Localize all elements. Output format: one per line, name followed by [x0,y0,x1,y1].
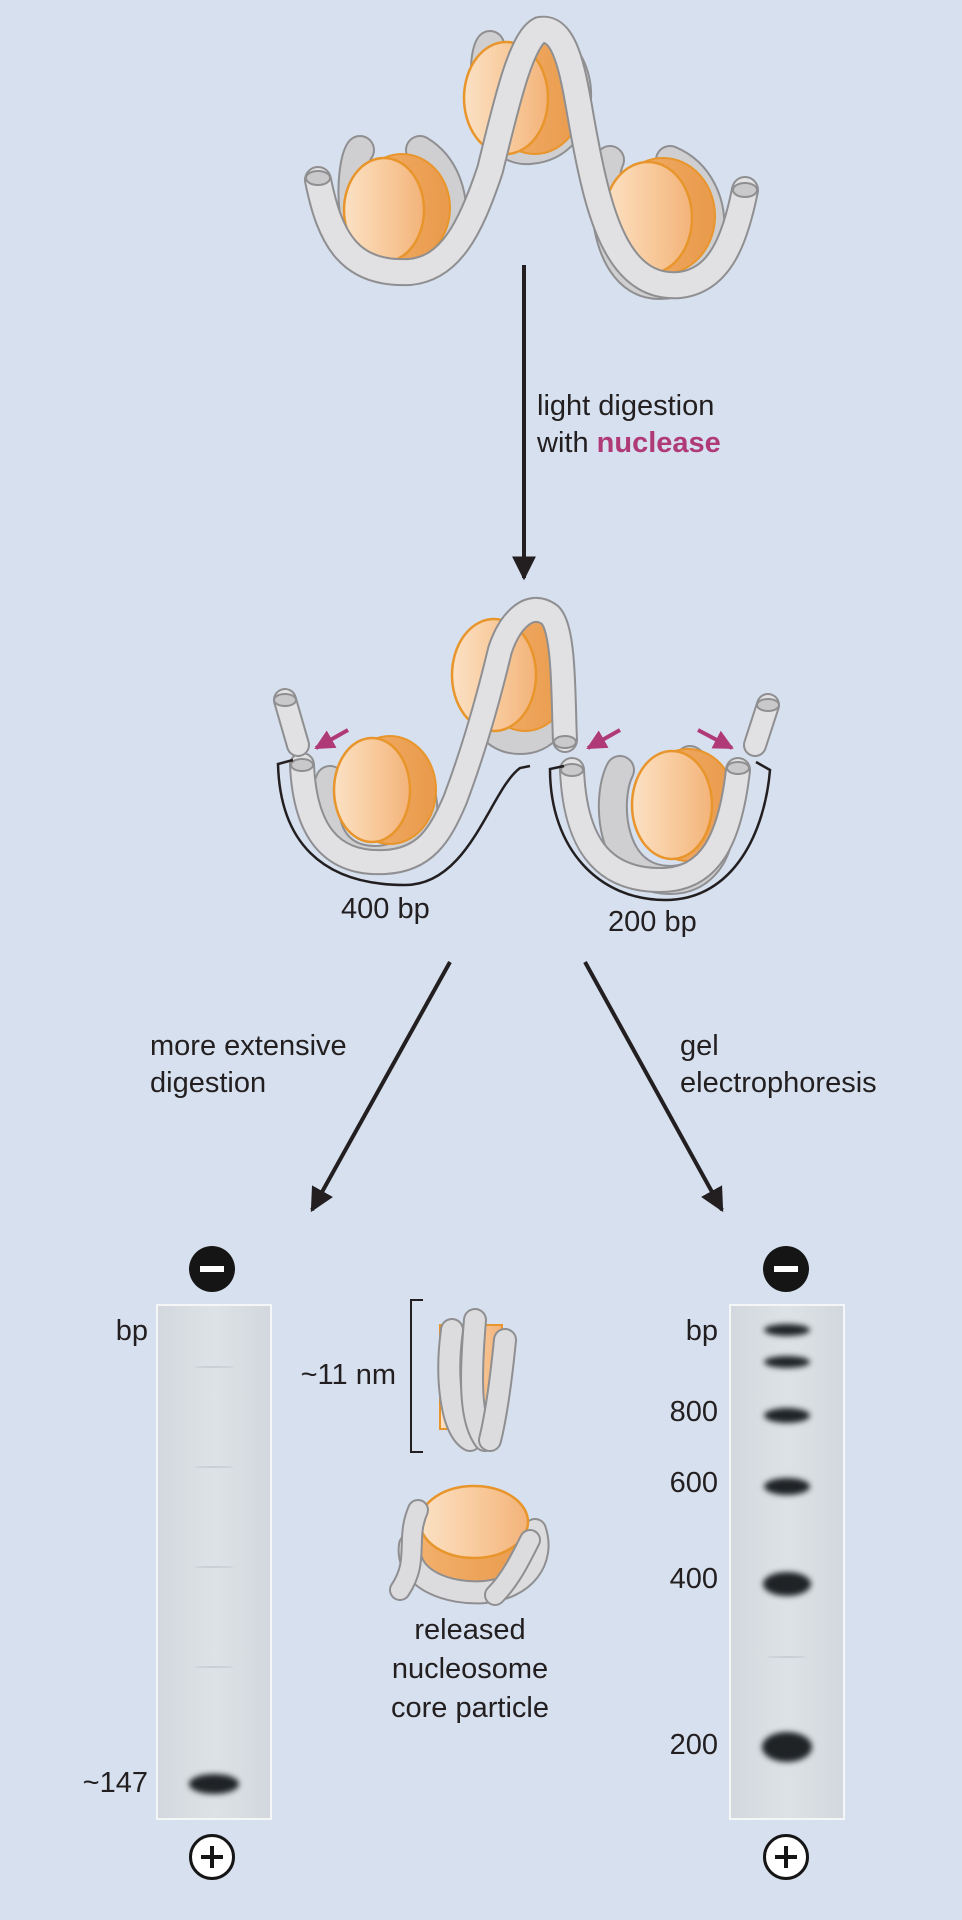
chromatin-digested [273,597,780,902]
right-gel-lane [729,1304,845,1820]
core-particle-top-view [389,1484,550,1606]
digestion-label-line2: with nuclease [537,427,721,459]
left-gel-lane [156,1304,272,1820]
core-particle-side-view [410,1299,517,1453]
negative-electrode-icon [763,1246,809,1292]
ladder-band-800 [764,1408,810,1423]
positive-electrode-icon [189,1834,235,1880]
ladder-band-200 [762,1732,812,1762]
negative-electrode-icon [189,1246,235,1292]
ladder-label-400: 400 [669,1563,718,1595]
ladder-band-400 [763,1572,811,1596]
left-gel-band-label: ~147 [82,1767,148,1799]
positive-electrode-icon [763,1834,809,1880]
extensive-digestion-label: more extensive digestion [150,1030,347,1099]
fragment-200-label: 200 bp [608,906,697,938]
particle-caption: released nucleosome core particle [391,1614,549,1724]
band-147 [189,1774,239,1794]
chromatin-intact [304,15,759,301]
ladder-label-800: 800 [669,1396,718,1428]
fragment-400-label: 400 bp [341,893,430,925]
left-gel-unit: bp [115,1315,148,1347]
particle-size-label: ~11 nm [300,1359,396,1391]
ladder-band-600 [764,1478,810,1495]
digestion-label-line1: light digestion [537,390,715,422]
ladder-band-1000 [764,1324,810,1336]
extensive-digestion-arrow [310,961,452,1213]
ladder-label-600: 600 [669,1467,718,1499]
right-gel-unit: bp [685,1315,718,1347]
electrophoresis-label: gel electrophoresis [680,1030,877,1099]
ladder-band-900 [764,1356,810,1368]
nuclease-term: nuclease [596,427,721,459]
digestion-label: light digestion with nuclease [537,388,721,462]
ladder-label-200: 200 [669,1729,718,1761]
electrophoresis-arrow [583,961,724,1213]
